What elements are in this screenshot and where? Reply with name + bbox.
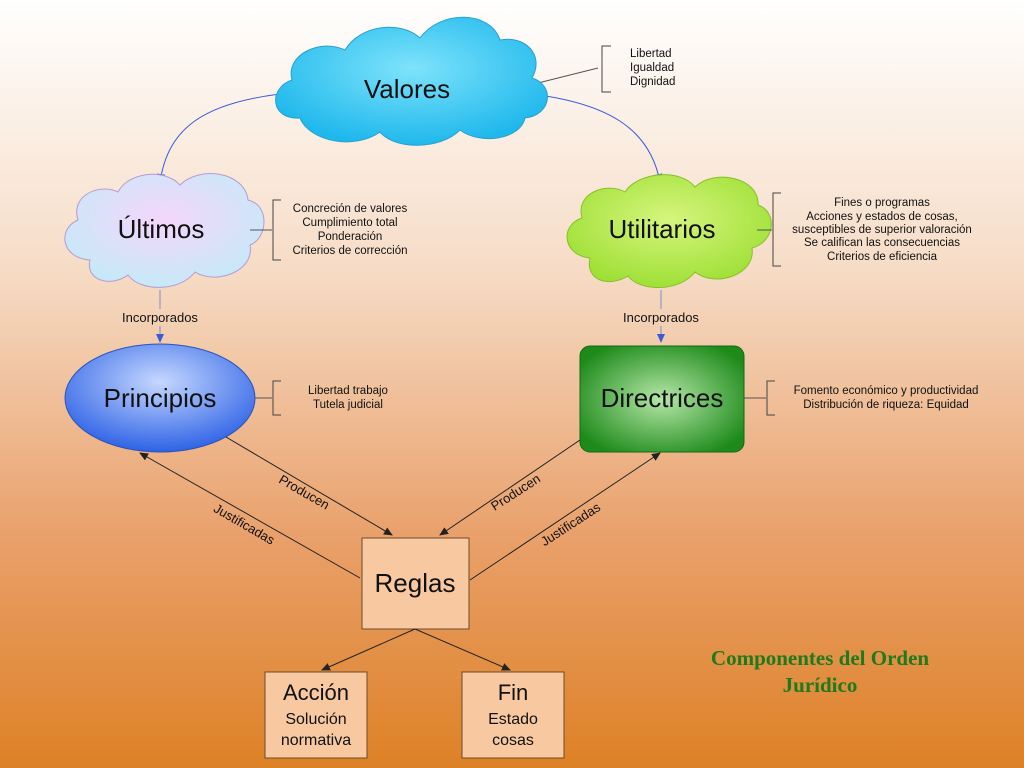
- accion-line: normativa: [281, 732, 351, 749]
- utilitarios-cloud: Utilitarios: [566, 174, 772, 288]
- note-utilitarios-item: Criterios de eficiencia: [827, 251, 938, 263]
- note-directrices: Fomento económico y productividad Distri…: [766, 380, 979, 416]
- edge-reglas-principios: [139, 452, 361, 579]
- diagram-title-line: Componentes del Orden: [710, 646, 930, 670]
- note-utilitarios-item: Fines o programas: [834, 197, 930, 209]
- note-valores-item: Libertad: [630, 48, 672, 60]
- reglas-label: Reglas: [375, 568, 456, 598]
- valores-cloud: Valores: [275, 16, 548, 146]
- edge-label-justificadas-right: Justificadas: [538, 499, 604, 549]
- edge-label-incorporados-right: Incorporados: [623, 310, 699, 325]
- accion-node: Acción Solución normativa: [264, 671, 368, 759]
- note-utilitarios-item: susceptibles de superior valoración: [792, 224, 972, 236]
- utilitarios-label: Utilitarios: [609, 214, 716, 244]
- ultimos-label: Últimos: [118, 214, 205, 244]
- edge-label-incorporados-left: Incorporados: [122, 310, 198, 325]
- edge-label-producen-left: Producen: [276, 472, 332, 513]
- note-principios-item: Libertad trabajo: [308, 385, 388, 397]
- note-utilitarios-item: Acciones y estados de cosas,: [806, 211, 958, 223]
- edge-label-justificadas-left: Justificadas: [211, 501, 278, 548]
- note-directrices-item: Distribución de riqueza: Equidad: [803, 399, 969, 411]
- note-ultimos-item: Criterios de corrección: [292, 245, 407, 257]
- fin-line: Estado: [488, 711, 538, 728]
- fin-title: Fin: [498, 680, 529, 705]
- note-ultimos: Concreción de valores Cumplimiento total…: [272, 199, 408, 261]
- accion-title: Acción: [283, 680, 349, 705]
- edge-valores-ultimos: [157, 91, 301, 183]
- edge-reglas-accion: [321, 628, 416, 671]
- edge-reglas-fin: [414, 628, 511, 671]
- directrices-node: Directrices: [579, 345, 745, 453]
- note-valores-item: Igualdad: [630, 62, 674, 74]
- directrices-label: Directrices: [601, 383, 724, 413]
- note-ultimos-item: Concreción de valores: [293, 203, 408, 215]
- reglas-node: Reglas: [361, 537, 470, 630]
- note-principios: Libertad trabajo Tutela judicial: [272, 380, 388, 416]
- note-ultimos-item: Cumplimiento total: [302, 217, 397, 229]
- ultimos-cloud: Últimos: [64, 173, 265, 288]
- note-ultimos-item: Ponderación: [318, 231, 383, 243]
- note-principios-item: Tutela judicial: [313, 399, 383, 411]
- note-valores-item: Dignidad: [630, 76, 675, 88]
- note-valores: Libertad Igualdad Dignidad: [601, 45, 675, 93]
- fin-line: cosas: [492, 732, 534, 749]
- edge-label-producen-right: Producen: [488, 471, 543, 514]
- note-utilitarios: Fines o programas Acciones y estados de …: [772, 192, 972, 267]
- edge-directrices-reglas: [439, 439, 581, 536]
- edge-principios-reglas: [225, 436, 393, 536]
- principios-label: Principios: [104, 383, 217, 413]
- accion-line: Solución: [285, 711, 346, 728]
- principios-node: Principios: [64, 343, 256, 453]
- edge-reglas-directrices: [469, 452, 661, 581]
- valores-label: Valores: [364, 74, 450, 104]
- diagram-title: Componentes del Orden Jurídico: [690, 645, 950, 699]
- fin-node: Fin Estado cosas: [461, 671, 565, 759]
- note-utilitarios-item: Se califican las consecuencias: [804, 237, 960, 249]
- note-directrices-item: Fomento económico y productividad: [794, 385, 979, 397]
- diagram-title-line: Jurídico: [782, 673, 858, 697]
